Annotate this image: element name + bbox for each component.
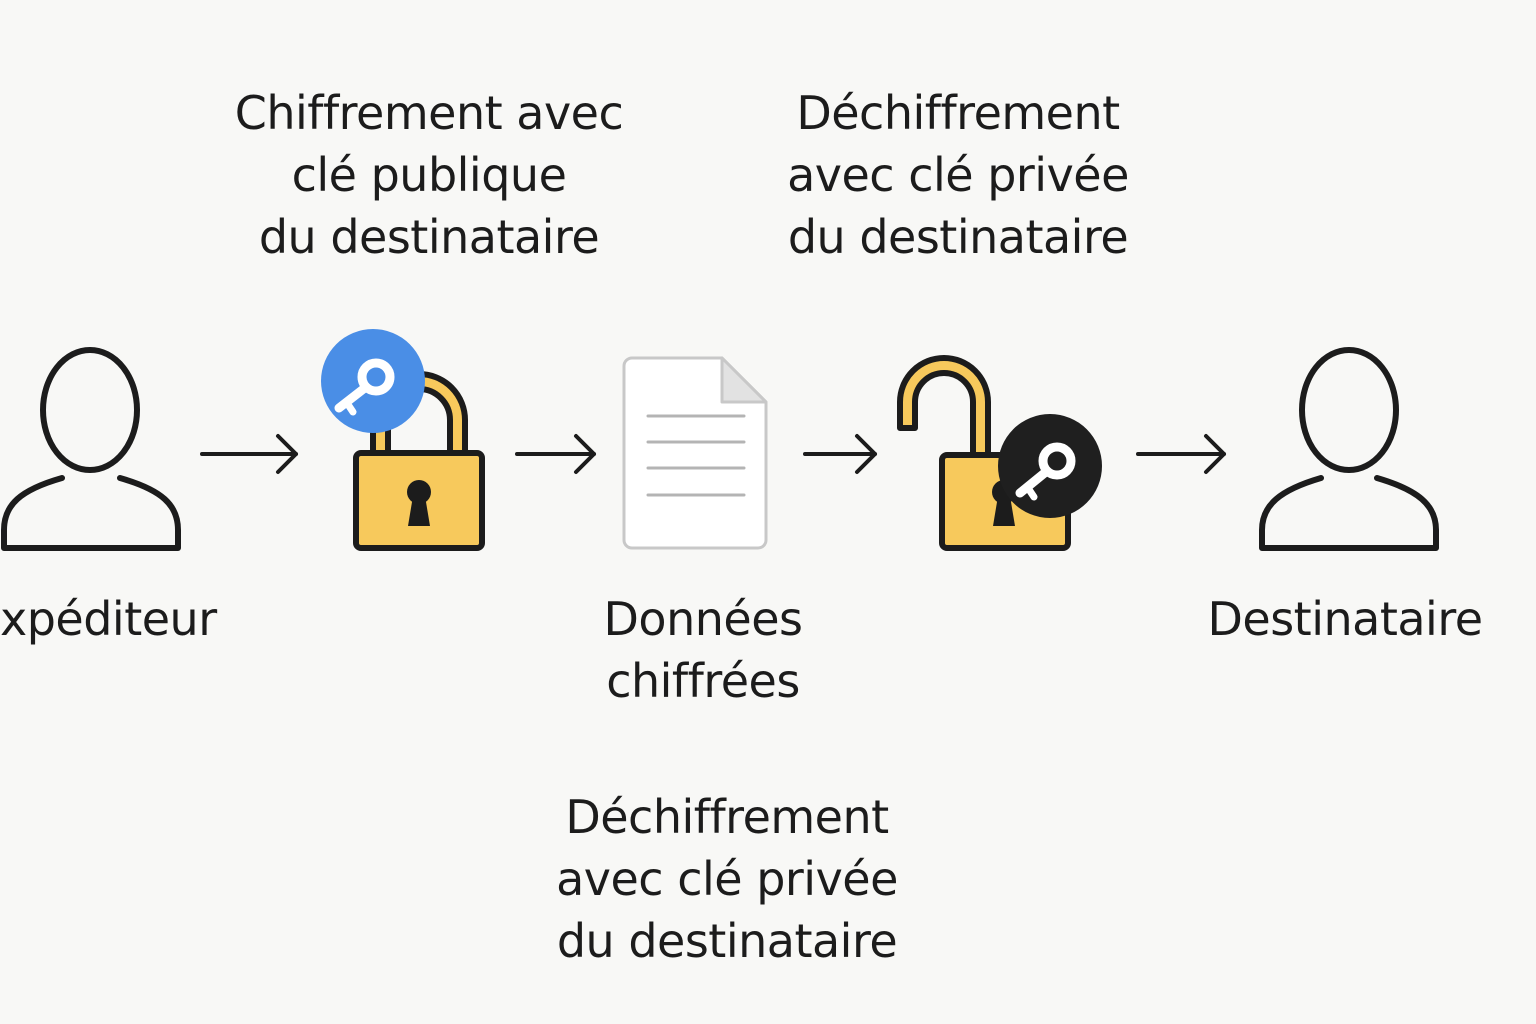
decrypt-note-line3: du destinataire bbox=[556, 914, 898, 968]
arrow-3 bbox=[803, 434, 877, 474]
encrypt-step-label: Chiffrement avec clé publique du destina… bbox=[229, 82, 629, 268]
data-label-line1: Données bbox=[603, 592, 803, 646]
decrypt-label-line1: Déchiffrement bbox=[796, 86, 1120, 140]
sender-person-icon bbox=[1, 347, 181, 551]
decrypt-note-label: Déchiffrement avec clé privée du destina… bbox=[527, 786, 927, 972]
encrypted-data-label: Données chiffrées bbox=[553, 588, 853, 712]
encrypted-document-icon bbox=[622, 356, 768, 550]
encrypt-label-line2: clé publique bbox=[291, 148, 567, 202]
sender-label: xpéditeur bbox=[0, 592, 217, 646]
decrypt-note-line1: Déchiffrement bbox=[565, 790, 889, 844]
decrypt-label-line2: avec clé privée bbox=[787, 148, 1129, 202]
encrypt-label-line3: du destinataire bbox=[258, 210, 600, 264]
public-key-icon bbox=[321, 329, 425, 433]
decrypt-note-line2: avec clé privée bbox=[556, 852, 898, 906]
recipient-person-icon bbox=[1259, 347, 1439, 551]
encrypt-label-line1: Chiffrement avec bbox=[234, 86, 624, 140]
arrow-2 bbox=[515, 434, 596, 474]
recipient-label: Destinataire bbox=[1207, 592, 1483, 646]
data-label-line2: chiffrées bbox=[606, 654, 800, 708]
arrow-4 bbox=[1136, 434, 1226, 474]
private-key-icon bbox=[998, 414, 1102, 518]
arrow-1 bbox=[200, 434, 298, 474]
decrypt-step-label: Déchiffrement avec clé privée du destina… bbox=[758, 82, 1158, 268]
decrypt-label-line3: du destinataire bbox=[787, 210, 1129, 264]
